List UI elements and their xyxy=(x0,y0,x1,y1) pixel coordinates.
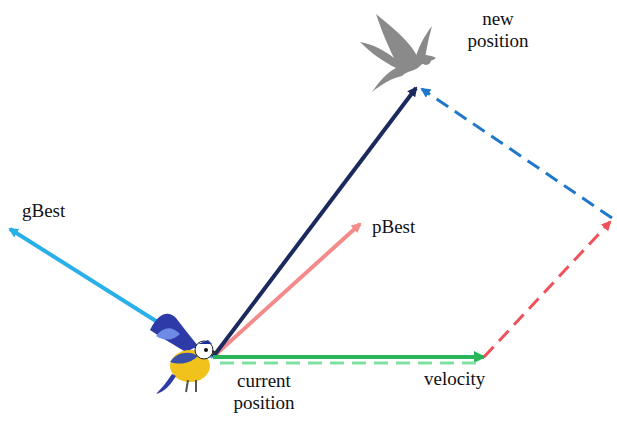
ghost-bird xyxy=(360,14,436,92)
label-text: new position xyxy=(462,8,534,52)
label-text: pBest xyxy=(372,216,415,238)
velocity-arrow xyxy=(213,355,484,359)
current-bird xyxy=(150,314,218,394)
label-text: gBest xyxy=(22,200,65,222)
label-text: current position xyxy=(222,370,306,414)
pbest-arrow xyxy=(213,224,360,357)
velocity-dashed xyxy=(220,362,476,365)
dashed-red-arrow xyxy=(484,222,610,357)
label-text: velocity xyxy=(424,368,485,390)
gbest-arrow xyxy=(10,229,213,357)
dashed-blue-arrow xyxy=(422,89,612,218)
new-position-arrow xyxy=(213,88,416,357)
